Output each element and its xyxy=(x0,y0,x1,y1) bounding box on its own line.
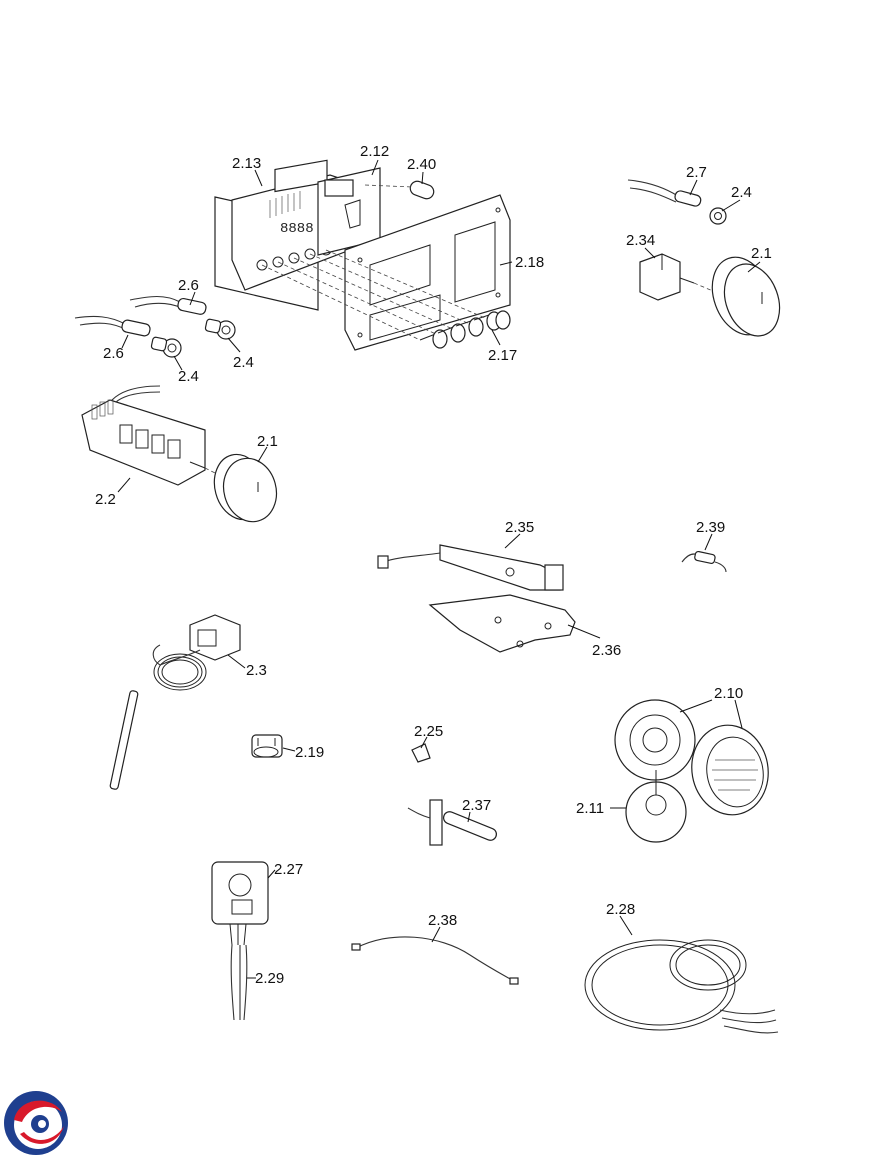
label-2-1-left: 2.1 xyxy=(257,433,278,450)
label-2-36: 2.36 xyxy=(592,642,621,659)
label-2-25: 2.25 xyxy=(414,723,443,740)
label-2-29: 2.29 xyxy=(255,970,284,987)
supply-cable-2-29 xyxy=(230,944,248,1021)
mounting-plate-2-36 xyxy=(428,594,576,653)
selector-switch-2-2 xyxy=(81,385,226,486)
label-2-35: 2.35 xyxy=(505,519,534,536)
lamp-holder-2-6-upper xyxy=(129,295,236,340)
wire-2-38 xyxy=(351,936,519,985)
label-2-38: 2.38 xyxy=(428,912,457,929)
control-knob-2-1-left xyxy=(213,453,278,523)
label-2-4-lower: 2.4 xyxy=(178,368,199,385)
label-2-19: 2.19 xyxy=(295,744,324,761)
label-2-4-right: 2.4 xyxy=(731,184,752,201)
label-2-12: 2.12 xyxy=(360,143,389,160)
push-buttons-2-17 xyxy=(419,310,511,349)
label-2-4-middle: 2.4 xyxy=(233,354,254,371)
fan-bracket-2-35 xyxy=(377,544,564,591)
label-2-39: 2.39 xyxy=(696,519,725,536)
heating-element-2-28 xyxy=(584,939,779,1034)
resistor-2-39 xyxy=(681,550,727,573)
label-2-34: 2.34 xyxy=(626,232,655,249)
timer-2-27 xyxy=(211,861,269,946)
lamp-housing-2-10 xyxy=(614,699,769,816)
leader-lines xyxy=(117,159,761,979)
lamp-holder-2-7 xyxy=(627,179,727,225)
label-2-28: 2.28 xyxy=(606,901,635,918)
label-2-17: 2.17 xyxy=(488,347,517,364)
label-2-13: 2.13 xyxy=(232,155,261,172)
thermal-fuse-2-19 xyxy=(251,734,283,758)
part-labels: 2.13 2.12 2.40 2.18 2.17 2.6 2.6 2.4 2.4… xyxy=(95,143,772,987)
label-2-6-upper: 2.6 xyxy=(178,277,199,294)
label-2-40: 2.40 xyxy=(407,156,436,173)
label-2-2: 2.2 xyxy=(95,491,116,508)
svg-text:8888: 8888 xyxy=(280,221,314,237)
lamp-bulb-2-11 xyxy=(625,770,687,843)
label-2-3: 2.3 xyxy=(246,662,267,679)
label-2-18: 2.18 xyxy=(515,254,544,271)
dashed-assembly-lines xyxy=(261,184,491,341)
label-2-27: 2.27 xyxy=(274,861,303,878)
label-2-37: 2.37 xyxy=(462,797,491,814)
label-2-11: 2.11 xyxy=(576,800,604,817)
spacer-2-40 xyxy=(409,180,435,200)
label-2-10: 2.10 xyxy=(714,685,743,702)
thermostat-2-3 xyxy=(109,614,241,790)
label-2-1-right: 2.1 xyxy=(751,245,772,262)
control-knob-2-1-right xyxy=(711,256,781,337)
label-2-7: 2.7 xyxy=(686,164,707,181)
energy-regulator-2-34 xyxy=(639,253,721,301)
label-2-6-lower: 2.6 xyxy=(103,345,124,362)
clip-2-25 xyxy=(411,743,431,763)
lamp-holder-2-6-lower xyxy=(74,315,182,358)
temperature-probe-2-37 xyxy=(407,799,497,846)
brand-logo-icon xyxy=(4,1091,68,1155)
